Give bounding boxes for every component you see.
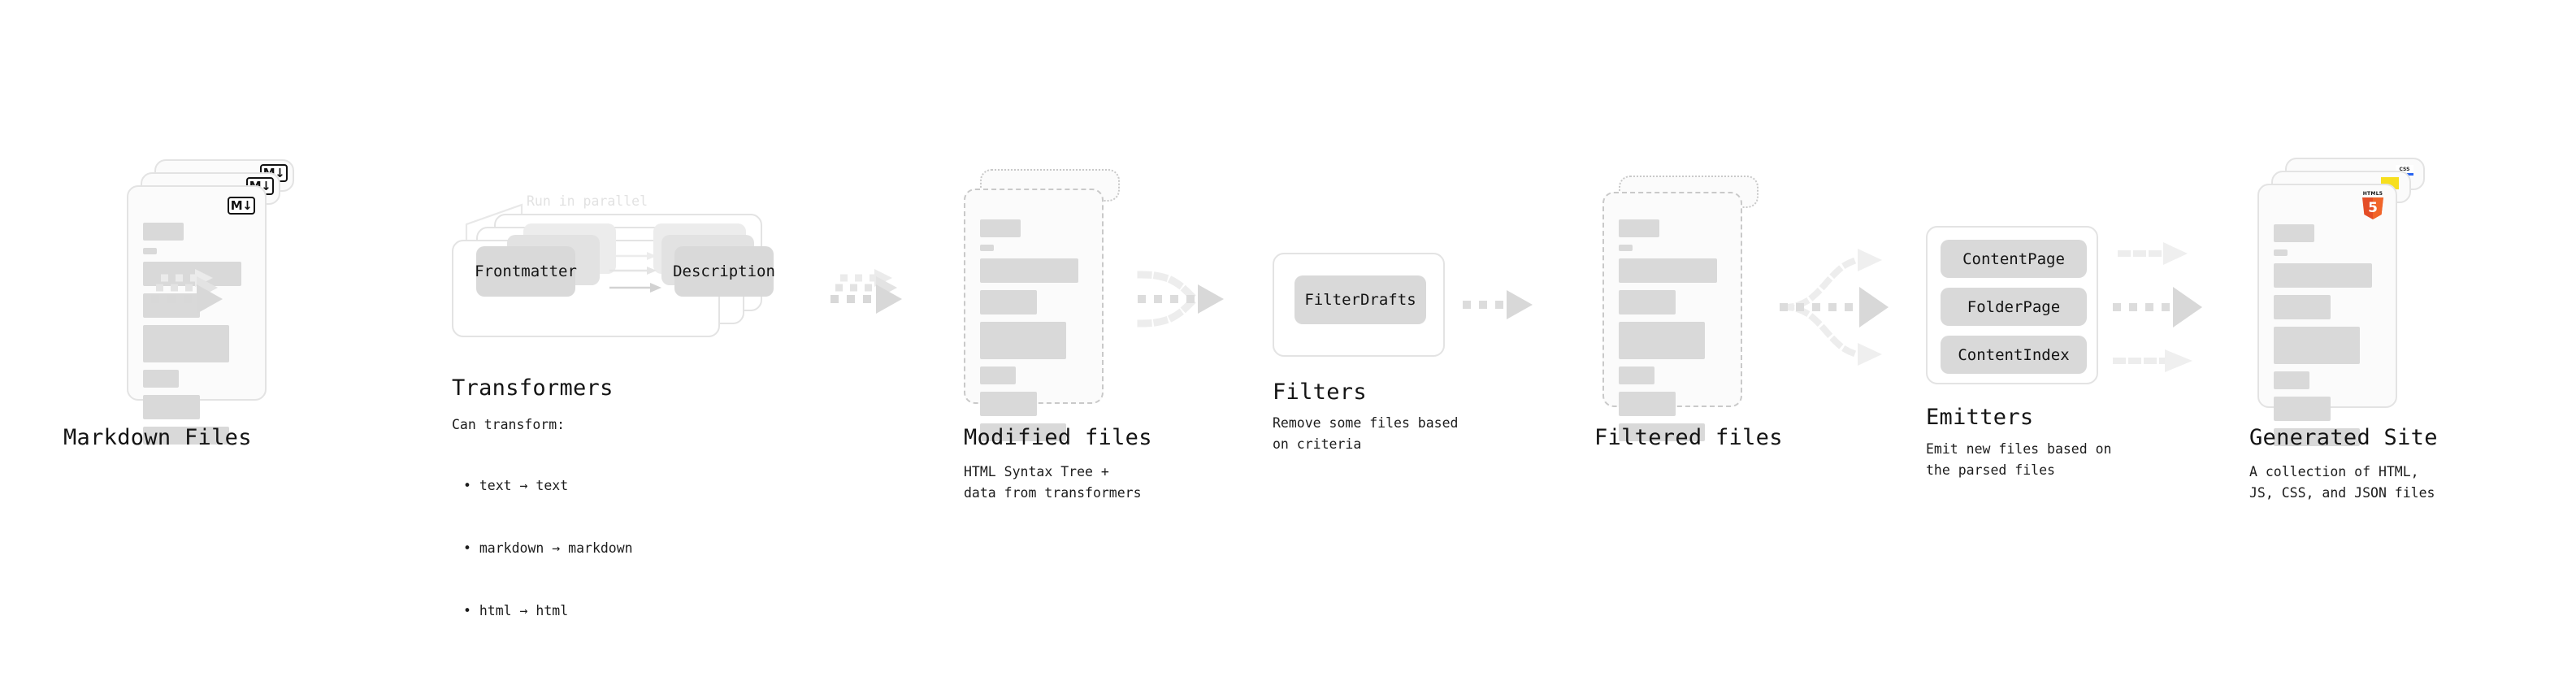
html5-icon-label: HTML5 [2362,191,2383,197]
emitter-node-contentpage[interactable]: ContentPage [1941,240,2087,278]
transformers-bullet-0: • text → text [463,478,569,494]
filtered-file-card-front [1602,192,1742,441]
css-icon-text: CSS [2399,167,2410,172]
transformers-bullet-1: • markdown → markdown [463,540,633,556]
arrow-emitters-to-site [2113,242,2202,372]
transformer-node-description[interactable]: Description [673,246,775,297]
arrow-filters-to-filtered [1463,290,1533,319]
stage-title-generated-site: Generated Site [2249,425,2438,450]
transformer-node-frontmatter[interactable]: Frontmatter [475,246,577,297]
arrow-markdown-to-transformers [151,269,223,314]
modified-files-subtitle: HTML Syntax Tree + data from transformer… [964,464,1142,501]
stage-title-markdown-files: Markdown Files [63,425,252,450]
stage-title-filters: Filters [1273,380,1367,405]
skeleton-lines [2274,224,2381,453]
transformers-subtitle: Can transform: [452,417,566,432]
markdown-icon: M↓ [228,197,255,215]
markdown-file-card-front: M↓ [127,185,267,445]
generated-site-card-front: HTML5 5 [2257,184,2397,446]
stage-title-emitters: Emitters [1926,405,2034,430]
filters-subtitle: Remove some files based on criteria [1273,415,1459,452]
emitter-node-contentindex[interactable]: ContentIndex [1941,336,2087,374]
transformer-inner-arrows [609,252,661,293]
html5-icon-five: 5 [2368,200,2378,216]
stage-title-modified-files: Modified files [964,425,1152,450]
filter-node-filterdrafts[interactable]: FilterDrafts [1295,275,1426,324]
skeleton-lines [980,219,1087,449]
emitters-box: ContentPage FolderPage ContentIndex [1926,226,2098,384]
transformers-bullet-2: • html → html [463,602,569,618]
arrow-filtered-to-emitters [1780,249,1889,366]
emitters-subtitle: Emit new files based on the parsed files [1926,441,2112,478]
html5-icon-shield: 5 [2362,197,2383,219]
skeleton-lines [1619,219,1726,449]
run-in-parallel-label: Run in parallel [527,193,648,209]
generated-site-subtitle: A collection of HTML, JS, CSS, and JSON … [2249,464,2435,501]
transformers-bullets: • text → text • markdown → markdown • ht… [452,434,633,662]
arrow-modified-to-filters [1137,271,1224,327]
modified-file-card-front [964,189,1104,441]
skeleton-lines [143,223,250,452]
html5-icon: HTML5 5 [2361,192,2384,219]
stage-title-transformers: Transformers [452,375,614,401]
filters-box: FilterDrafts [1273,253,1445,357]
stage-title-filtered-files: Filtered files [1594,425,1783,450]
emitter-node-folderpage[interactable]: FolderPage [1941,288,2087,326]
arrow-transformers-to-modified [830,269,902,314]
